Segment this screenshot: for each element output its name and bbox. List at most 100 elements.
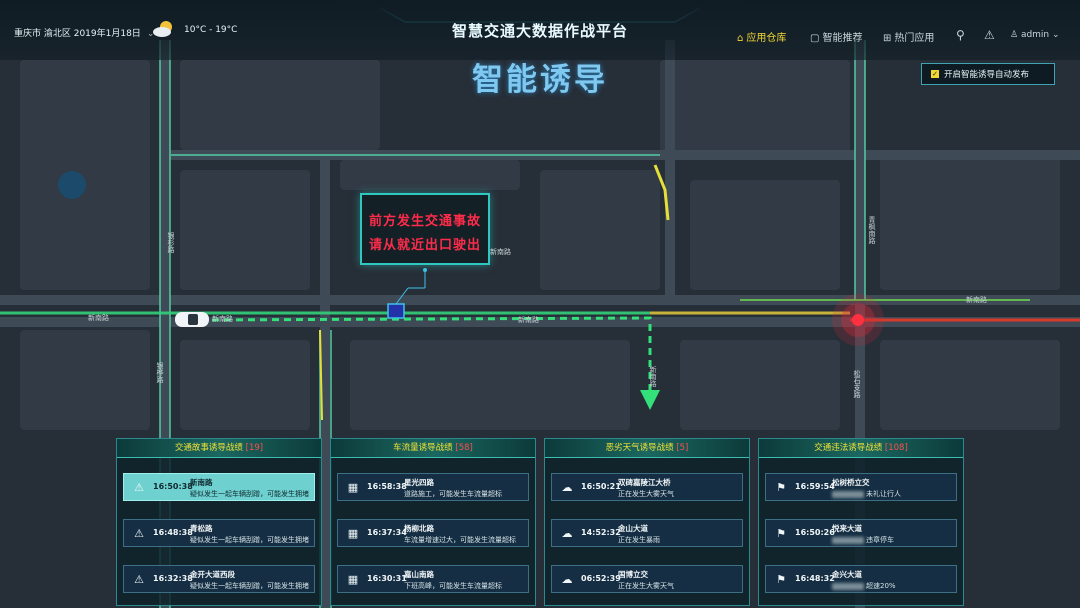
blurred-plate	[832, 582, 864, 590]
grid-icon: ▦	[347, 481, 359, 494]
panel-title: 车流量诱导战绩	[393, 443, 453, 453]
home-icon: ⌂	[737, 33, 744, 44]
incident-marker-icon[interactable]	[832, 294, 884, 346]
road-label: 新南路	[966, 296, 987, 304]
item-desc: 正在发生大雾天气	[618, 582, 674, 590]
item-time: 16:50:21	[581, 482, 621, 491]
search-icon[interactable]: ⚲	[956, 28, 965, 42]
item-desc-row: 未礼让行人	[832, 489, 901, 499]
panel-header: 交通违法诱导战绩 [108]	[759, 439, 963, 458]
guidance-sign[interactable]: 前方发生交通事故 请从就近出口驶出	[360, 193, 490, 265]
panel-count: [5]	[676, 443, 689, 453]
item-time: 16:48:38	[153, 528, 193, 537]
grid-icon: ⊞	[883, 33, 892, 44]
cloud-icon: ☁	[561, 481, 573, 494]
item-desc: 超速20%	[866, 582, 896, 590]
item-name: 嘉山南路	[404, 570, 434, 579]
cloud-icon: ☁	[561, 527, 573, 540]
nav-label: 智能推荐	[822, 33, 863, 44]
auto-publish-toggle[interactable]: ✓ 开启智能诱导自动发布	[921, 63, 1055, 85]
road-label: 银杉路	[167, 232, 175, 253]
panel-header: 恶劣天气诱导战绩 [5]	[545, 439, 749, 458]
item-time: 16:37:34	[367, 528, 407, 537]
auto-publish-label: 开启智能诱导自动发布	[944, 70, 1030, 80]
panel-count: [58]	[455, 443, 473, 453]
item-desc: 未礼让行人	[866, 490, 901, 498]
page-title: 智能诱导	[472, 62, 608, 98]
road-label: 青枫南路	[868, 216, 876, 244]
app-title: 智慧交通大数据作战平台	[451, 22, 628, 40]
item-name: 金开大道西段	[190, 570, 235, 579]
item-name: 松树桥立交	[832, 478, 870, 487]
location-selector[interactable]: 重庆市 渝北区 2019年1月18日 ⌄	[14, 26, 154, 39]
road-label: 松石支路	[853, 370, 861, 398]
item-desc: 正在发生暴雨	[618, 536, 660, 544]
traffic-light-icon: ⚑	[776, 481, 786, 494]
blurred-plate	[832, 536, 864, 544]
item-name: 杨柳北路	[404, 524, 434, 533]
road-label: 新南路	[490, 248, 511, 256]
location-text: 重庆市 渝北区 2019年1月18日	[14, 29, 141, 39]
warning-icon: ⚠	[134, 481, 144, 494]
item-name: 金兴大道	[832, 570, 862, 579]
sign-line-2: 请从就近出口驶出	[368, 238, 481, 253]
item-time: 16:59:54	[795, 482, 835, 491]
blurred-plate	[832, 490, 864, 498]
nav-smart-recommend[interactable]: ▢智能推荐	[810, 29, 862, 44]
sign-line-1: 前方发生交通事故	[368, 214, 481, 229]
chevron-down-icon: ⌄	[146, 29, 155, 39]
user-menu[interactable]: ♙ admin ⌄	[1010, 30, 1060, 40]
item-desc: 违章停车	[866, 536, 894, 544]
item-desc: 道路施工，可能发生车流量超标	[404, 490, 502, 498]
road-label: 新南路	[88, 314, 109, 322]
top-bar	[0, 0, 1080, 60]
item-desc: 疑似发生一起车辆刮蹭，可能发生拥堵	[190, 490, 309, 498]
item-name: 金山大道	[618, 524, 648, 533]
user-icon: ♙	[1010, 30, 1021, 40]
nav-label: 热门应用	[894, 33, 935, 44]
item-desc: 疑似发生一起车辆刮蹭，可能发生拥堵	[190, 536, 309, 544]
item-name: 星光四路	[404, 478, 434, 487]
traffic-light-icon: ⚑	[776, 527, 786, 540]
warning-icon: ⚠	[134, 573, 144, 586]
traffic-light-icon: ⚑	[776, 573, 786, 586]
cloud-icon: ☁	[561, 573, 573, 586]
item-name: 新南路	[190, 478, 213, 487]
username: admin	[1020, 30, 1050, 40]
item-time: 06:52:39	[581, 574, 621, 583]
item-time: 16:48:32	[795, 574, 835, 583]
panel-title: 交通违法诱导战绩	[814, 443, 883, 453]
item-time: 16:30:31	[367, 574, 407, 583]
item-name: 青松路	[190, 524, 213, 533]
nav-hot-apps[interactable]: ⊞热门应用	[883, 29, 934, 44]
road-label: 新南路	[649, 366, 657, 387]
chevron-down-icon: ⌄	[1049, 30, 1060, 40]
partly-cloudy-icon	[153, 21, 172, 37]
camera-marker-icon[interactable]	[387, 268, 427, 319]
car-icon	[175, 312, 209, 327]
grid-icon: ▦	[347, 573, 359, 586]
alarm-icon[interactable]: ⚠	[984, 28, 995, 42]
nav-app-store[interactable]: ⌂应用仓库	[737, 29, 786, 44]
item-desc-row: 超速20%	[832, 581, 896, 591]
panel-header: 交通故事诱导战绩 [19]	[117, 439, 321, 458]
item-time: 16:58:38	[367, 482, 407, 491]
item-desc: 下班高峰，可能发生车流量超标	[404, 582, 502, 590]
road-label: 新南路	[518, 316, 539, 324]
checkbox-checked-icon[interactable]: ✓	[931, 70, 939, 78]
